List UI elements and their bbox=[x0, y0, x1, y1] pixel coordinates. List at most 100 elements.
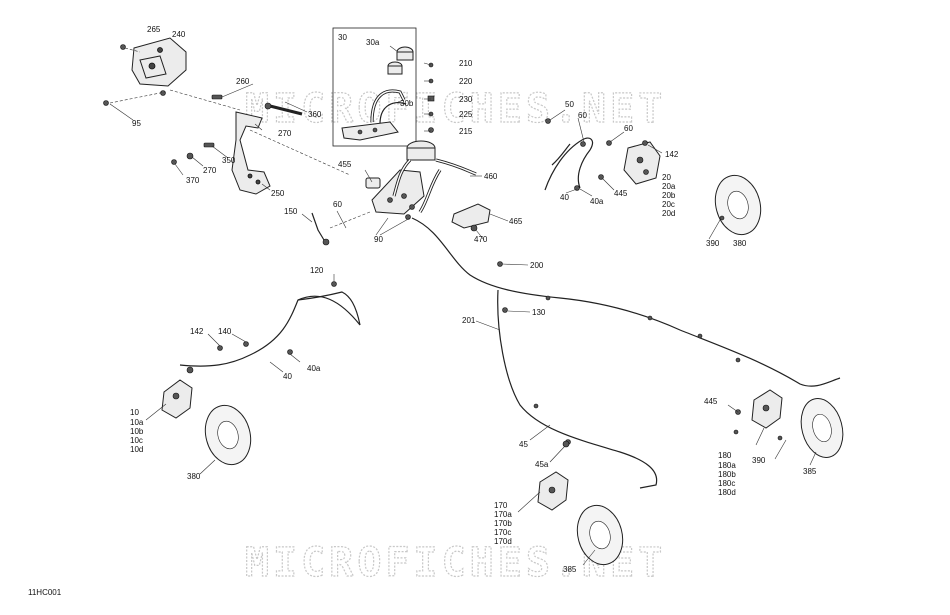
inset-hoses bbox=[370, 89, 407, 125]
callout-350: 350 bbox=[222, 156, 236, 165]
callout-445: 445 bbox=[704, 397, 718, 406]
callout-360: 360 bbox=[308, 110, 322, 119]
brake-pedal bbox=[231, 111, 271, 195]
brake-disc-right-front bbox=[714, 174, 762, 236]
right-front-caliper bbox=[545, 118, 661, 191]
brake-disc-left-front bbox=[204, 404, 252, 466]
right-rear-caliper bbox=[733, 389, 783, 441]
callout-180a: 180a bbox=[718, 461, 736, 470]
callout-10a: 10a bbox=[130, 418, 144, 427]
callout-270: 270 bbox=[203, 166, 217, 175]
callout-465: 465 bbox=[509, 217, 523, 226]
callout-225: 225 bbox=[459, 110, 473, 119]
callout-20c: 20c bbox=[662, 200, 675, 209]
callout-40: 40 bbox=[283, 372, 292, 381]
callout-30a: 30a bbox=[366, 38, 380, 47]
brake-disc-rear bbox=[576, 504, 624, 566]
front-left-brake-line bbox=[179, 291, 361, 367]
callout-45: 45 bbox=[519, 440, 528, 449]
callout-170c: 170c bbox=[494, 528, 511, 537]
callout-170b: 170b bbox=[494, 519, 512, 528]
callout-60: 60 bbox=[578, 111, 587, 120]
master-cylinder bbox=[365, 140, 436, 220]
abs-bracket bbox=[451, 203, 491, 232]
callout-90: 90 bbox=[374, 235, 383, 244]
line-clips bbox=[217, 261, 741, 445]
callout-385: 385 bbox=[803, 467, 817, 476]
callout-210: 210 bbox=[459, 59, 473, 68]
pedal-fasteners bbox=[103, 44, 223, 165]
diagram-code: 11HC001 bbox=[28, 588, 62, 597]
callout-390: 390 bbox=[752, 456, 766, 465]
callout-380: 380 bbox=[187, 472, 201, 481]
rear-caliper bbox=[537, 440, 570, 511]
callout-60: 60 bbox=[333, 200, 342, 209]
callout-45a: 45a bbox=[535, 460, 549, 469]
callout-10b: 10b bbox=[130, 427, 144, 436]
callout-215: 215 bbox=[459, 127, 473, 136]
callout-20: 20 bbox=[662, 173, 671, 182]
pedal-leader-lines bbox=[109, 47, 371, 229]
callout-40a: 40a bbox=[590, 197, 604, 206]
callout-labels: 265 240 260 95 360 270 350 370 270 250 1… bbox=[130, 25, 817, 574]
callout-170: 170 bbox=[494, 501, 508, 510]
inset-label: 30 bbox=[338, 33, 347, 42]
left-front-caliper bbox=[161, 366, 194, 419]
callout-250: 250 bbox=[271, 189, 285, 198]
callout-20a: 20a bbox=[662, 182, 676, 191]
callout-leader-lines bbox=[109, 45, 817, 566]
callout-260: 260 bbox=[236, 77, 250, 86]
reservoir-cap bbox=[387, 46, 414, 75]
callout-180b: 180b bbox=[718, 470, 736, 479]
callout-390: 390 bbox=[706, 239, 720, 248]
callout-380: 380 bbox=[733, 239, 747, 248]
callout-60: 60 bbox=[624, 124, 633, 133]
inset-master-cylinder bbox=[341, 121, 399, 141]
callout-170d: 170d bbox=[494, 537, 512, 546]
pushrod bbox=[311, 212, 330, 246]
callout-180: 180 bbox=[718, 451, 732, 460]
callout-20b: 20b bbox=[662, 191, 676, 200]
inset-box bbox=[332, 27, 417, 147]
callout-455: 455 bbox=[338, 160, 352, 169]
callout-95: 95 bbox=[132, 119, 141, 128]
callout-130: 130 bbox=[532, 308, 546, 317]
callout-201: 201 bbox=[462, 316, 476, 325]
callout-200: 200 bbox=[530, 261, 544, 270]
callout-180d: 180d bbox=[718, 488, 736, 497]
callout-40: 40 bbox=[560, 193, 569, 202]
callout-10d: 10d bbox=[130, 445, 143, 454]
callout-170a: 170a bbox=[494, 510, 512, 519]
pedal-bracket bbox=[131, 37, 187, 87]
callout-265: 265 bbox=[147, 25, 161, 34]
callout-20d: 20d bbox=[662, 209, 675, 218]
callout-240: 240 bbox=[172, 30, 186, 39]
watermark-top: MICROFICHES.NET bbox=[245, 86, 666, 132]
callout-50: 50 bbox=[565, 100, 574, 109]
callout-370: 370 bbox=[186, 176, 200, 185]
callout-180c: 180c bbox=[718, 479, 735, 488]
right-front-wheel-hose bbox=[544, 137, 594, 191]
callout-40a: 40a bbox=[307, 364, 321, 373]
pedal-pivot-bolt bbox=[264, 102, 303, 116]
callout-220: 220 bbox=[459, 77, 473, 86]
callout-460: 460 bbox=[484, 172, 498, 181]
callout-30b: 30b bbox=[400, 99, 414, 108]
callout-10c: 10c bbox=[130, 436, 143, 445]
callout-150: 150 bbox=[284, 207, 298, 216]
reservoir-hoses bbox=[392, 158, 477, 213]
brake-disc-right-rear bbox=[800, 398, 844, 458]
callout-470: 470 bbox=[474, 235, 488, 244]
rear-brake-line bbox=[497, 289, 658, 489]
callout-385: 385 bbox=[563, 565, 577, 574]
callout-10: 10 bbox=[130, 408, 139, 417]
callout-445: 445 bbox=[614, 189, 628, 198]
callout-140: 140 bbox=[218, 327, 232, 336]
callout-230: 230 bbox=[459, 95, 473, 104]
callout-142: 142 bbox=[665, 150, 679, 159]
callout-120: 120 bbox=[310, 266, 324, 275]
callout-142: 142 bbox=[190, 327, 204, 336]
front-right-brake-line bbox=[411, 217, 841, 387]
callout-270: 270 bbox=[278, 129, 292, 138]
